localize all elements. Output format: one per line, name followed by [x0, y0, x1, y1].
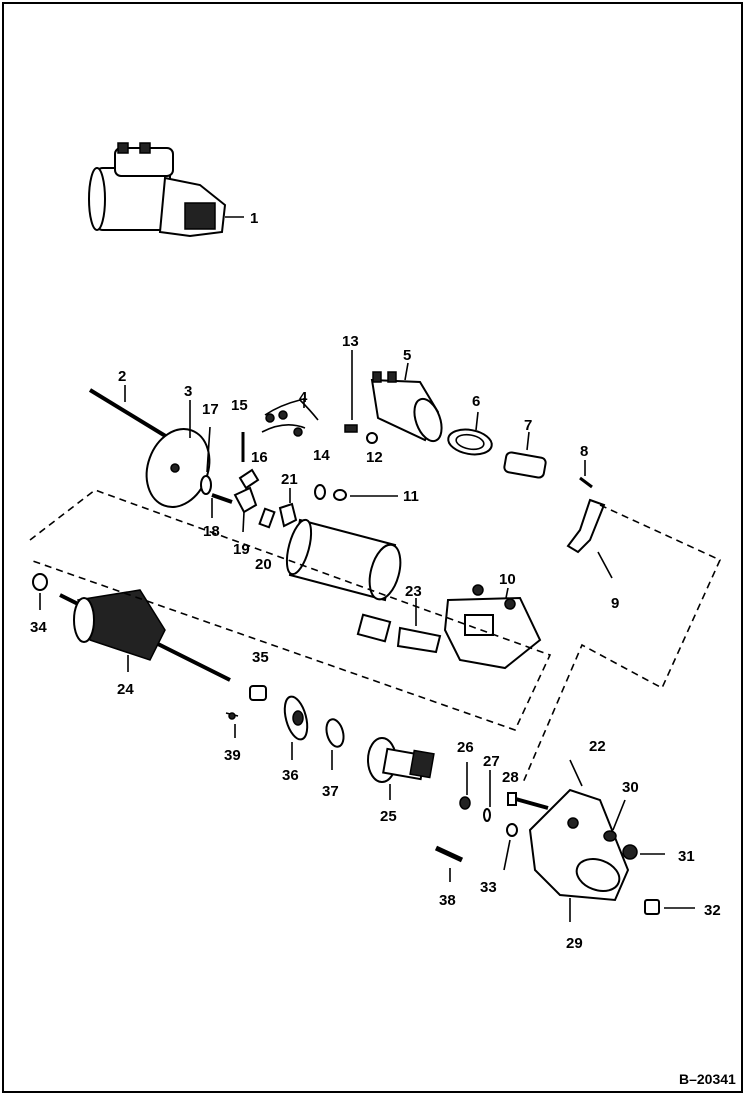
callout-22: 22: [589, 738, 606, 755]
callout-11: 11: [403, 488, 419, 505]
callout-15: 15: [231, 397, 248, 414]
part-39-snap-ring: [225, 712, 239, 738]
part-25-drive-assembly: [367, 737, 435, 800]
part-31-nut: [622, 844, 665, 860]
callout-36: 36: [282, 767, 299, 784]
part-16-insulator: [238, 468, 260, 490]
callout-9: 9: [611, 595, 619, 612]
callout-14: 14: [313, 447, 330, 464]
callout-18: 18: [203, 523, 220, 540]
part-23-brushes: [356, 598, 442, 654]
part-35-collar: [249, 685, 267, 701]
callout-38: 38: [439, 892, 456, 909]
callout-1: 1: [250, 210, 258, 227]
part-1-starter-assembly: [88, 142, 244, 238]
callout-31: 31: [678, 848, 695, 865]
callout-7: 7: [524, 417, 532, 434]
callout-30: 30: [622, 779, 639, 796]
callout-29: 29: [566, 935, 583, 952]
callout-28: 28: [502, 769, 519, 786]
callout-23: 23: [405, 583, 422, 600]
callout-3: 3: [184, 383, 192, 400]
callout-4: 4: [299, 389, 308, 406]
callout-20: 20: [255, 556, 272, 573]
callout-8: 8: [580, 443, 588, 460]
group-outline-shift-lever: [521, 504, 722, 786]
part-26-retainer: [459, 762, 471, 810]
part-33-washer: [503, 823, 518, 871]
part-10-brush-holder-assembly: [443, 584, 542, 670]
part-5-solenoid: [370, 362, 443, 443]
part-2-through-bolt: [88, 385, 174, 442]
part-27-ring: [483, 770, 491, 822]
callout-34: 34: [30, 619, 47, 636]
field-frame-housing: [285, 518, 402, 602]
part-19-brush-holder: [233, 486, 258, 533]
part-20-brush: [258, 507, 276, 529]
callout-5: 5: [403, 347, 411, 364]
part-38-pin: [434, 845, 464, 882]
part-22-leader: [569, 759, 583, 787]
part-6-return-spring: [447, 411, 493, 456]
callout-10: 10: [499, 571, 516, 588]
part-4-brush-leads: [261, 398, 319, 437]
callout-17: 17: [202, 401, 219, 418]
group-outline-brush-end: [29, 489, 552, 731]
part-8-pin: [579, 460, 593, 489]
part-24-armature: [59, 589, 231, 682]
callout-16: 16: [251, 449, 268, 466]
part-36-drive-plate: [283, 695, 309, 760]
part-13-screw: [344, 350, 358, 433]
part-18-screw: [211, 493, 233, 518]
part-12-washer: [366, 432, 378, 444]
callout-2: 2: [118, 368, 126, 385]
callout-12: 12: [366, 449, 383, 466]
callout-26: 26: [457, 739, 474, 756]
part-28-bolt: [507, 792, 549, 810]
callout-labels: 1 2 3 4 5 6 7 8 9 10 11 12 13 14 15 16 1…: [30, 210, 721, 952]
part-11-washer: [333, 489, 398, 501]
callout-33: 33: [480, 879, 497, 896]
part-34-bushing: [32, 573, 48, 610]
callout-19: 19: [233, 541, 250, 558]
callout-39: 39: [224, 747, 241, 764]
part-14-screw: [314, 484, 326, 500]
part-32-nut: [644, 899, 695, 915]
callout-35: 35: [252, 649, 269, 666]
drawing-reference: B–20341: [679, 1071, 736, 1087]
part-21-spring: [278, 488, 298, 528]
part-17-washer: [200, 426, 212, 495]
callout-21: 21: [281, 471, 298, 488]
callout-25: 25: [380, 808, 397, 825]
callout-32: 32: [704, 902, 721, 919]
callout-37: 37: [322, 783, 339, 800]
callout-24: 24: [117, 681, 134, 698]
part-37-thrust-washer: [325, 718, 345, 770]
callout-6: 6: [472, 393, 480, 410]
part-29-drive-housing: [528, 788, 630, 922]
part-30-nut: [603, 799, 626, 842]
callout-27: 27: [483, 753, 500, 770]
part-9-shift-lever: [566, 498, 613, 579]
part-7-plunger: [503, 431, 547, 479]
callout-13: 13: [342, 333, 359, 350]
